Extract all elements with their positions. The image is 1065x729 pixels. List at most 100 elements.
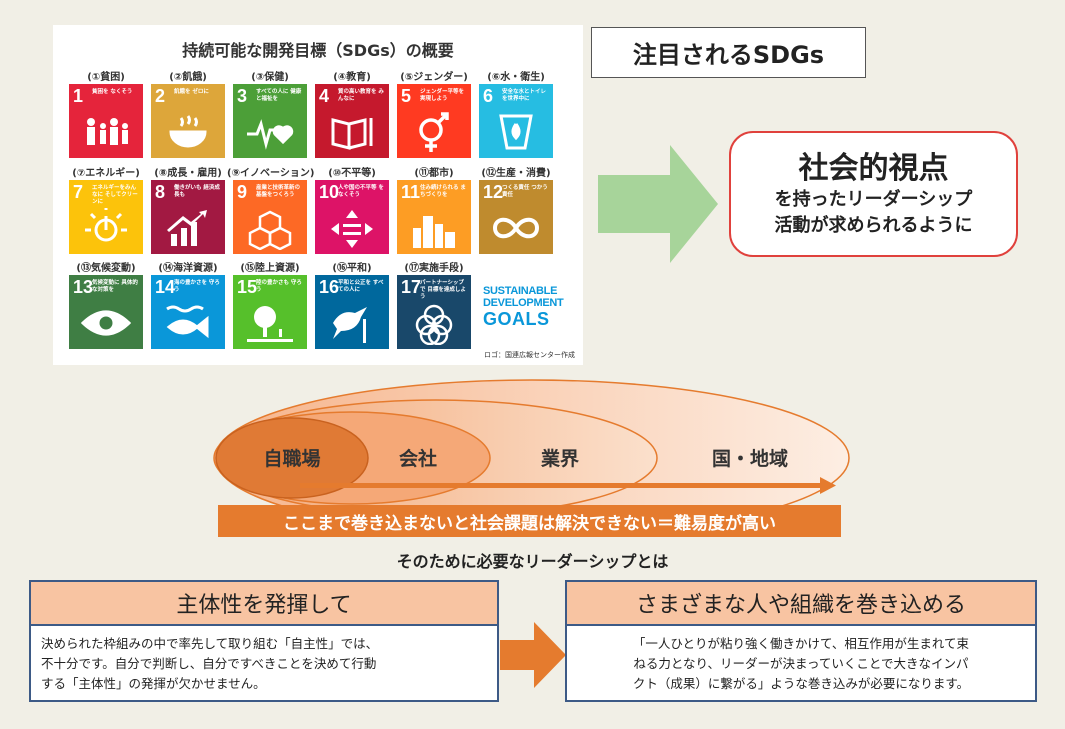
growth-chart-icon [167,210,207,246]
initiative-line: 決められた枠組みの中で率先して取り組む「自主性」では、 [41,636,379,651]
ellipse-workplace [215,417,369,499]
logo-line-1: SUSTAINABLE [483,285,558,297]
sdg-goal-text: すべての人に 健康と福祉を [256,89,302,102]
sdg-goal-text: 働きがいも 経済成長も [174,185,220,198]
equality-icon [331,210,373,248]
initiative-box-title: 主体性を発揮して [31,582,497,626]
infinity-icon [492,217,540,239]
sdg-goal-number: 9 [237,182,248,202]
sdg-goal-number: 6 [483,86,494,106]
social-perspective-title: 社会的視点 [798,151,949,186]
sdg-goal-tile: 3 すべての人に 健康と福祉を [233,84,307,158]
sdg-goal-number: 8 [155,182,166,202]
involvement-line: ねる力となり、リーダーが決まっていくことで大きなインパ [633,656,969,671]
sdg-goal-tile: 2 飢餓を ゼロに [151,84,225,158]
expansion-arrow-icon [300,477,836,494]
involvement-box-body: 「一人ひとりが粘り強く働きかけて、相互作用が生まれて束 ねる力となり、リーダーが… [567,626,1035,702]
cubes-icon [248,210,292,250]
sdg-goal-text: 陸の豊かさも 守ろう [256,280,302,293]
social-perspective-box: 社会的視点 を持ったリーダーシップ 活動が求められるように [729,131,1018,257]
water-icon [499,114,533,150]
scope-ellipses-diagram: 自職場 会社 業界 国・地域 [213,379,850,537]
scope-label-workplace: 自職場 [263,447,320,470]
sdg-goal-number: 1 [73,86,84,106]
involvement-line: 「一人ひとりが粘り強く働きかけて、相互作用が生まれて束 [632,636,970,651]
sdg-goal-category: (⑭海洋資源) [158,263,218,274]
sdg-goal-category: (⑮陸上資源) [240,263,300,274]
sdg-logo-credit: ロゴ：国連広報センター作成 [484,351,575,359]
sdg-goal-5: (⑤ジェンダー) 5 ジェンダー平等を 実現しよう [397,71,471,158]
sdg-goal-text: 平和と公正を すべての人に [338,280,384,293]
sdg-goal-text: 飢餓を ゼロに [174,89,209,95]
initiative-box: 主体性を発揮して 決められた枠組みの中で率先して取り組む「自主性」では、 不十分… [29,580,499,702]
sdg-goal-category: (⑧成長・雇用) [154,168,222,179]
bowl-icon [169,115,207,148]
sdg-goal-category: (①貧困) [87,72,125,83]
sdg-goal-category: (⑬気候変動) [76,263,136,274]
sdg-goal-text: パートナーシップで 目標を達成しよう [420,280,466,300]
sdg-goal-number: 7 [73,182,84,202]
sdg-goal-number: 5 [401,86,412,106]
sdg-goal-text: ジェンダー平等を 実現しよう [420,89,465,102]
sdg-goal-1: (①貧困)1 貧困を なくそう [69,71,143,158]
sdg-goal-category: (⑯平和) [332,263,372,274]
rings-icon [415,304,453,345]
sdg-goal-number: 3 [237,86,248,106]
leadership-subtitle: そのために必要なリーダーシップとは [396,552,669,571]
green-arrow-icon [598,145,718,263]
scope-label-company: 会社 [399,447,437,470]
logo-line-2: DEVELOPMENT [483,297,564,309]
sdg-goal-category: (⑥水・衛生) [487,72,545,83]
difficulty-banner: ここまで巻き込まないと社会課題は解決できない＝難易度が高い [218,505,841,537]
sdg-goal-text: 人や国の不平等 をなくそう [338,185,384,198]
scope-label-industry: 業界 [540,447,579,470]
initiative-line: する「主体性」の発揮が欠かせません。 [41,676,266,691]
sdg-goal-tile: 9 産業と技術革新の 基盤をつくろう [233,180,307,254]
scope-label-region: 国・地域 [712,447,788,470]
sdg-goal-category: (⑨イノベーション) [227,168,315,179]
sdg-goal-text: エネルギーをみんなに そしてクリーンに [92,185,138,205]
sdg-goal-category: (③保健) [251,72,289,83]
heartbeat-icon [247,119,294,150]
sdg-goal-text: 海の豊かさを 守ろう [174,280,220,293]
social-perspective-line-2: 活動が求められるように [774,215,973,236]
sdg-goal-number: 15 [237,277,258,297]
sdg-goal-category: (④教育) [333,72,371,83]
initiative-box-body: 決められた枠組みの中で率先して取り組む「自主性」では、 不十分です。自分で判断し… [31,626,497,702]
sdg-goal-text: 住み続けられる まちづくりを [420,185,466,198]
sdg-goal-category: (⑤ジェンダー) [400,72,468,83]
sdg-goal-category: (⑩不平等) [328,168,376,179]
sdg-goal-number: 14 [155,277,176,297]
sdg-goal-text: 気候変動に 具体的な対策を [92,280,138,293]
sdg-goal-text: 質の高い教育を みんなに [338,89,384,102]
sdg-goal-8: (⑧成長・雇用) 8 働きがいも 経済成長も [151,167,225,254]
sdg-goal-text: 産業と技術革新の 基盤をつくろう [256,185,301,198]
sdg-goal-number: 2 [155,86,166,106]
sdg-goal-text: 貧困を なくそう [92,89,133,95]
sdg-goal-category: (⑫生産・消費) [481,168,551,179]
sdg-goal-category: (⑪都市) [414,168,454,179]
city-icon [413,216,455,248]
tree-icon [247,306,293,342]
gender-icon [419,112,449,152]
eye-globe-icon [81,310,131,336]
